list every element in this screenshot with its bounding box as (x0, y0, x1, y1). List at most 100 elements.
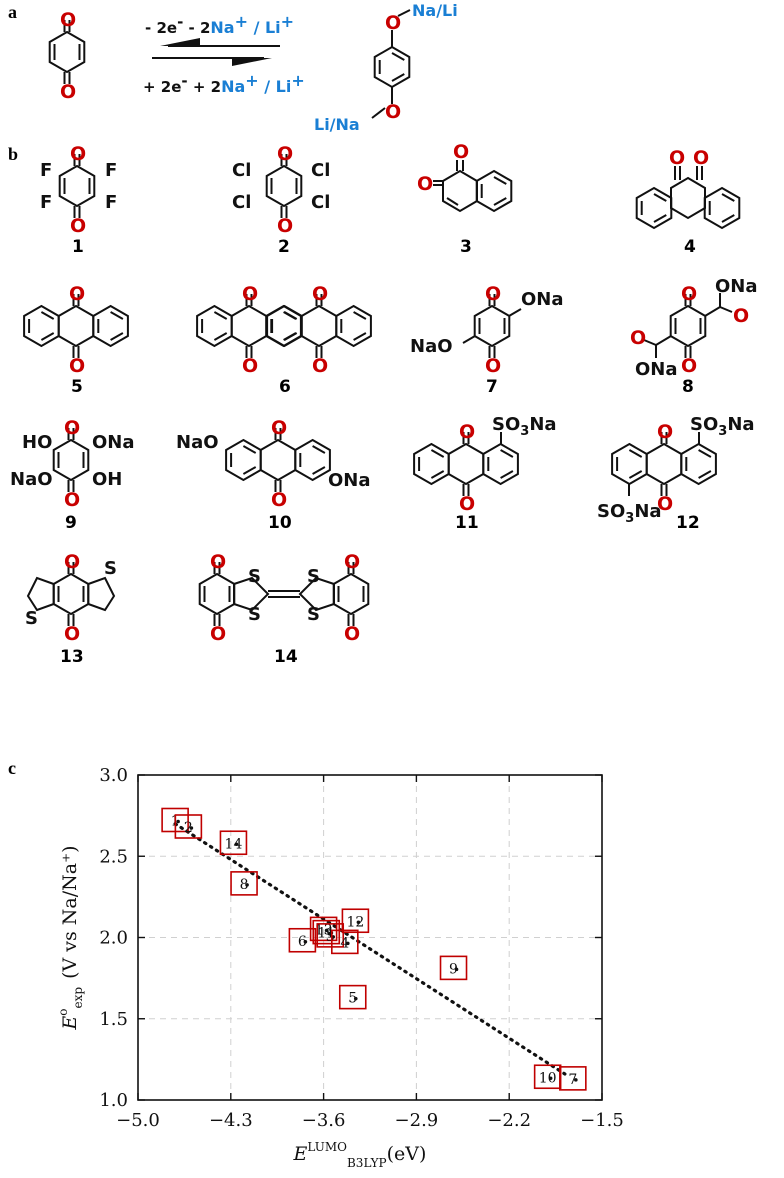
point-label: 6 (298, 934, 307, 950)
compound-label-8: 8 (682, 377, 694, 397)
svg-text:O: O (312, 355, 328, 377)
svg-text:O: O (657, 421, 673, 443)
svg-text:O: O (669, 147, 685, 169)
compound-label-3: 3 (460, 237, 472, 257)
point-marker (189, 826, 194, 830)
svg-text:O: O (485, 283, 501, 305)
x-tick-label: −3.6 (302, 1110, 346, 1131)
point-marker (303, 939, 308, 944)
svg-text:O: O (417, 173, 433, 195)
y-tick-label: 2.5 (99, 846, 128, 867)
y-tick-label: 1.0 (99, 1090, 128, 1111)
point-box (312, 919, 341, 945)
product-cation-bottom: Li/Na (314, 115, 360, 134)
compound-label-1: 1 (72, 237, 84, 257)
svg-text:SO3Na: SO3Na (597, 501, 662, 526)
compound-12-structure: O O SO3Na SO3Na (597, 414, 755, 526)
svg-text:HO: HO (22, 432, 52, 453)
point-marker (324, 928, 329, 933)
svg-text:O: O (385, 101, 401, 123)
svg-text:OH: OH (92, 469, 122, 490)
svg-text:O: O (70, 143, 86, 165)
svg-text:O: O (64, 417, 80, 439)
compound-label-5: 5 (71, 377, 83, 397)
axis-ticks: −5.0−4.3−3.6−2.9−2.2−1.51.01.52.02.53.0 (99, 765, 624, 1131)
svg-text:F: F (105, 160, 117, 181)
compound-label-10: 10 (268, 513, 292, 533)
svg-text:O: O (344, 623, 360, 645)
point-marker (353, 996, 358, 1001)
svg-text:O: O (485, 355, 501, 377)
svg-text:O: O (210, 623, 226, 645)
point-box (341, 908, 370, 934)
svg-text:O: O (277, 215, 293, 237)
data-point-8: 8 (230, 871, 258, 896)
svg-text:O: O (630, 327, 646, 349)
scatter-chart: −5.0−4.3−3.6−2.9−2.2−1.51.01.52.02.53.0 … (56, 765, 624, 1170)
point-box (230, 871, 258, 896)
point-box (316, 923, 345, 948)
point-label: 8 (240, 877, 249, 893)
svg-text:O: O (344, 551, 360, 573)
point-marker (346, 941, 350, 946)
linear-fit-line (173, 822, 567, 1076)
svg-text:O: O (242, 283, 258, 305)
y-tick-label: 2.0 (99, 928, 128, 949)
point-marker (327, 931, 332, 936)
x-tick-label: −2.9 (395, 1110, 439, 1131)
svg-text:Cl: Cl (232, 160, 251, 181)
svg-text:O: O (733, 305, 749, 327)
svg-text:ONa: ONa (635, 359, 678, 380)
svg-text:O: O (271, 489, 287, 511)
point-marker (454, 967, 459, 972)
compound-7-structure: O O ONa NaO (410, 283, 564, 377)
hydroquinone-salt-structure: O O Na/Li Li/Na (314, 1, 458, 134)
svg-text:Cl: Cl (311, 192, 330, 213)
x-tick-label: −2.2 (487, 1110, 531, 1131)
data-point-2: 2 (174, 814, 203, 839)
svg-text:S: S (25, 608, 38, 629)
compound-2-structure: O O Cl Cl Cl Cl (232, 143, 330, 237)
compound-label-4: 4 (684, 237, 696, 257)
compound-3-structure: O O (417, 141, 513, 213)
svg-text:O: O (60, 9, 76, 31)
point-label: 4 (340, 935, 349, 951)
svg-text:ONa: ONa (521, 289, 564, 310)
point-box (309, 916, 338, 942)
point-label: 2 (184, 820, 193, 836)
svg-text:O: O (271, 417, 287, 439)
compound-6-structure: O O O O (197, 283, 371, 377)
data-point-12: 12 (341, 908, 370, 934)
compound-label-12: 12 (676, 513, 700, 533)
compound-13-structure: O O S S (25, 551, 117, 645)
data-point-14: 14 (219, 830, 248, 856)
compound-4-structure: O O (635, 147, 741, 229)
svg-text:O: O (64, 489, 80, 511)
svg-text:SO3Na: SO3Na (690, 414, 755, 439)
reaction-oxidation-label: - 2e- - 2Na+ / Li+ (145, 12, 294, 37)
svg-text:O: O (70, 215, 86, 237)
svg-text:O: O (681, 355, 697, 377)
svg-text:O: O (277, 143, 293, 165)
y-axis-label: Eoexp(V vs Na/Na⁺) (56, 845, 85, 1030)
compound-8-structure: O O O ONa O ONa (630, 276, 758, 380)
svg-text:S: S (104, 558, 117, 579)
svg-text:O: O (681, 283, 697, 305)
point-marker (356, 920, 361, 925)
svg-text:S: S (248, 604, 261, 625)
svg-text:F: F (40, 192, 52, 213)
y-tick-label: 1.5 (99, 1009, 128, 1030)
compound-label-14: 14 (274, 647, 298, 667)
point-label: 14 (225, 836, 243, 852)
data-point-7: 7 (559, 1066, 587, 1091)
point-box (219, 830, 248, 856)
point-marker (176, 819, 180, 824)
point-marker (234, 842, 239, 847)
point-box (331, 929, 359, 955)
reaction-reduction-label: + 2e- + 2Na+ / Li+ (143, 71, 305, 96)
compound-1-structure: O O F F F F (40, 143, 117, 237)
point-box (439, 955, 468, 981)
data-point-11: 11 (312, 919, 341, 945)
data-point-9: 9 (439, 955, 468, 981)
